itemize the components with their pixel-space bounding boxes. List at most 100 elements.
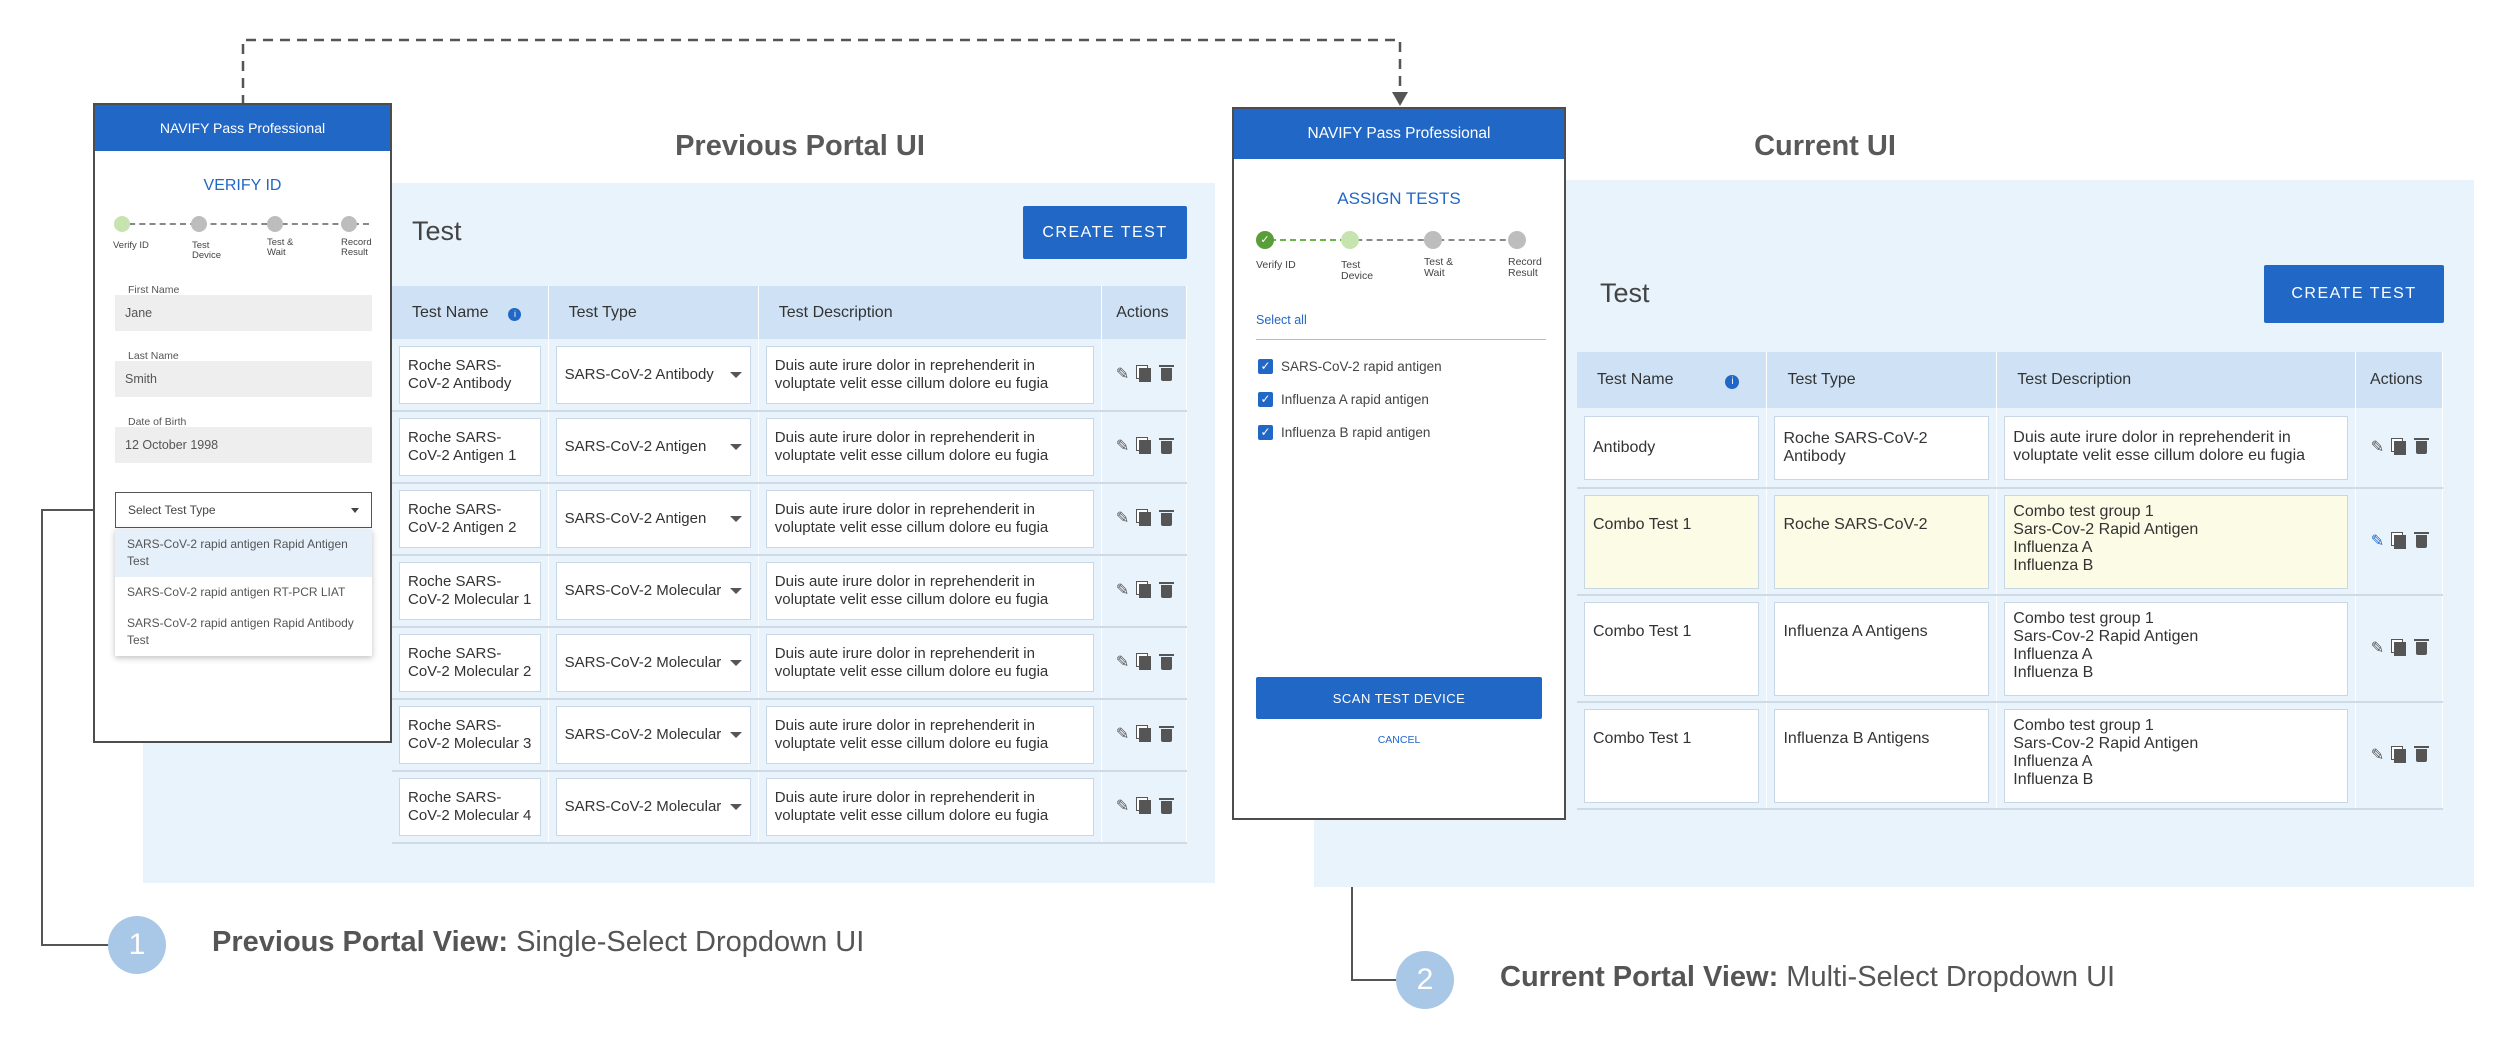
test-description-cell[interactable]: Duis aute irure dolor in reprehenderit i… <box>765 418 1095 476</box>
col-test-type[interactable]: Test Type <box>548 286 759 339</box>
col-test-type[interactable]: Test Type <box>1766 352 1998 408</box>
edit-icon[interactable]: ✎ <box>1115 438 1130 455</box>
test-name-cell[interactable]: Roche SARS-CoV-2 Molecular 3 <box>399 706 541 764</box>
copy-icon[interactable] <box>1139 512 1152 526</box>
edit-icon[interactable]: ✎ <box>1115 654 1130 671</box>
trash-icon[interactable] <box>2414 746 2430 762</box>
test-type-cell[interactable]: Influenza B Antigens <box>1774 708 1990 803</box>
edit-icon[interactable]: ✎ <box>1115 798 1130 815</box>
test-name-cell[interactable]: Roche SARS-CoV-2 Molecular 4 <box>399 778 541 836</box>
dropdown-option[interactable]: SARS-CoV-2 rapid antigen Rapid Antibody … <box>127 616 354 647</box>
step-number-badge: 1 <box>108 916 166 974</box>
first-name-field[interactable]: Jane <box>115 295 372 331</box>
trash-icon[interactable] <box>2414 438 2430 454</box>
test-description-cell[interactable]: Duis aute irure dolor in reprehenderit i… <box>765 706 1095 764</box>
copy-icon[interactable] <box>2394 748 2407 763</box>
checkbox-checked[interactable]: ✓ <box>1258 359 1273 374</box>
test-type-select[interactable]: SARS-CoV-2 Molecular <box>555 706 751 764</box>
test-name-cell[interactable]: Combo Test 1 <box>1584 601 1760 696</box>
copy-icon[interactable] <box>1139 584 1152 598</box>
test-name-cell[interactable]: Roche SARS-CoV-2 Antibody <box>399 345 541 404</box>
step-dot <box>1424 231 1442 249</box>
test-type-select[interactable]: Select Test Type <box>115 492 372 528</box>
edit-icon[interactable]: ✎ <box>1115 726 1130 743</box>
edit-icon[interactable]: ✎ <box>2370 639 2385 657</box>
trash-icon[interactable] <box>2414 639 2430 655</box>
trash-icon[interactable] <box>1159 365 1175 381</box>
copy-icon[interactable] <box>2394 534 2407 549</box>
edit-icon[interactable]: ✎ <box>1115 510 1130 527</box>
copy-icon[interactable] <box>1139 656 1152 670</box>
test-description-cell[interactable]: Combo test group 1 Sars-Cov-2 Rapid Anti… <box>2004 708 2348 803</box>
checkbox-checked[interactable]: ✓ <box>1258 392 1273 407</box>
test-description-cell[interactable]: Duis aute irure dolor in reprehenderit i… <box>765 634 1095 692</box>
copy-icon[interactable] <box>1139 440 1152 454</box>
test-description-cell[interactable]: Duis aute irure dolor in reprehenderit i… <box>765 490 1095 548</box>
trash-icon[interactable] <box>1159 725 1175 742</box>
edit-icon[interactable]: ✎ <box>2370 532 2385 550</box>
copy-icon[interactable] <box>1139 728 1152 742</box>
test-description-cell[interactable]: Duis aute irure dolor in reprehenderit i… <box>765 345 1095 404</box>
test-name-cell[interactable]: Roche SARS-CoV-2 Antigen 1 <box>399 418 541 476</box>
test-type-cell[interactable]: Influenza A Antigens <box>1774 601 1990 696</box>
dob-field[interactable]: 12 October 1998 <box>115 427 372 463</box>
copy-icon[interactable] <box>2394 440 2407 455</box>
test-type-select[interactable]: SARS-CoV-2 Molecular <box>555 634 751 692</box>
chevron-down-icon <box>729 732 742 738</box>
dropdown-option[interactable]: SARS-CoV-2 rapid antigen Rapid Antigen T… <box>115 529 372 577</box>
test-description-cell[interactable]: Duis aute irure dolor in reprehenderit i… <box>765 562 1095 620</box>
trash-icon[interactable] <box>2414 532 2430 548</box>
copy-icon[interactable] <box>1139 800 1152 814</box>
test-type-cell[interactable]: Roche SARS-CoV-2 Antibody <box>1774 415 1990 480</box>
test-name-cell[interactable]: Combo Test 1 <box>1584 708 1760 803</box>
first-name-label: First Name <box>128 284 180 296</box>
edit-icon[interactable]: ✎ <box>1115 582 1130 599</box>
trash-icon[interactable] <box>1159 797 1175 814</box>
edit-icon[interactable]: ✎ <box>1115 365 1130 383</box>
curr-create-test-button[interactable]: CREATE TEST <box>2264 265 2444 323</box>
dropdown-option[interactable]: SARS-CoV-2 rapid antigen RT-PCR LIAT <box>127 585 346 599</box>
test-name-cell[interactable]: Roche SARS-CoV-2 Molecular 1 <box>399 562 541 620</box>
edit-icon[interactable]: ✎ <box>2370 746 2385 764</box>
test-type-cell[interactable]: Roche SARS-CoV-2 <box>1774 494 1990 589</box>
test-type-value: SARS-CoV-2 Antibody <box>564 365 714 383</box>
test-description-cell[interactable]: Combo test group 1 Sars-Cov-2 Rapid Anti… <box>2004 601 2348 696</box>
trash-icon[interactable] <box>1159 437 1175 454</box>
test-type-select[interactable]: SARS-CoV-2 Antibody <box>555 345 751 404</box>
test-name-cell[interactable]: Roche SARS-CoV-2 Molecular 2 <box>399 634 541 692</box>
test-type-select[interactable]: SARS-CoV-2 Antigen <box>555 418 751 476</box>
col-test-description[interactable]: Test Description <box>1996 352 2356 408</box>
chevron-down-icon <box>729 588 742 594</box>
copy-icon[interactable] <box>1139 367 1152 382</box>
test-type-select[interactable]: SARS-CoV-2 Molecular <box>555 778 751 836</box>
cancel-link[interactable]: CANCEL <box>1377 734 1421 746</box>
caption-previous: Previous Portal View: Single-Select Drop… <box>212 926 864 959</box>
prev-create-test-button[interactable]: CREATE TEST <box>1023 206 1187 259</box>
trash-icon[interactable] <box>1159 509 1175 526</box>
test-description-cell[interactable]: Duis aute irure dolor in reprehenderit i… <box>2004 415 2348 480</box>
last-name-field[interactable]: Smith <box>115 361 372 397</box>
col-test-description[interactable]: Test Description <box>758 286 1103 339</box>
trash-icon[interactable] <box>1159 653 1175 670</box>
test-description-cell[interactable]: Combo test group 1 Sars-Cov-2 Rapid Anti… <box>2004 494 2348 589</box>
test-type-select[interactable]: SARS-CoV-2 Antigen <box>555 490 751 548</box>
test-name-cell[interactable]: Combo Test 1 <box>1584 494 1760 589</box>
copy-icon[interactable] <box>2394 641 2407 656</box>
caption-current: Current Portal View: Multi-Select Dropdo… <box>1500 961 2115 994</box>
trash-icon[interactable] <box>1159 581 1175 598</box>
edit-icon[interactable]: ✎ <box>2370 438 2385 456</box>
test-type-select[interactable]: SARS-CoV-2 Molecular <box>555 562 751 620</box>
step-dot <box>191 216 207 232</box>
test-name-cell[interactable]: Roche SARS-CoV-2 Antigen 2 <box>399 490 541 548</box>
test-name-cell[interactable]: Antibody <box>1584 415 1760 480</box>
test-type-value: SARS-CoV-2 Molecular <box>564 582 722 599</box>
select-all-link[interactable]: Select all <box>1256 313 1307 327</box>
checkbox-checked[interactable]: ✓ <box>1258 425 1273 440</box>
scan-test-device-button[interactable]: SCAN TEST DEVICE <box>1256 677 1542 719</box>
test-description-cell[interactable]: Duis aute irure dolor in reprehenderit i… <box>765 778 1095 836</box>
